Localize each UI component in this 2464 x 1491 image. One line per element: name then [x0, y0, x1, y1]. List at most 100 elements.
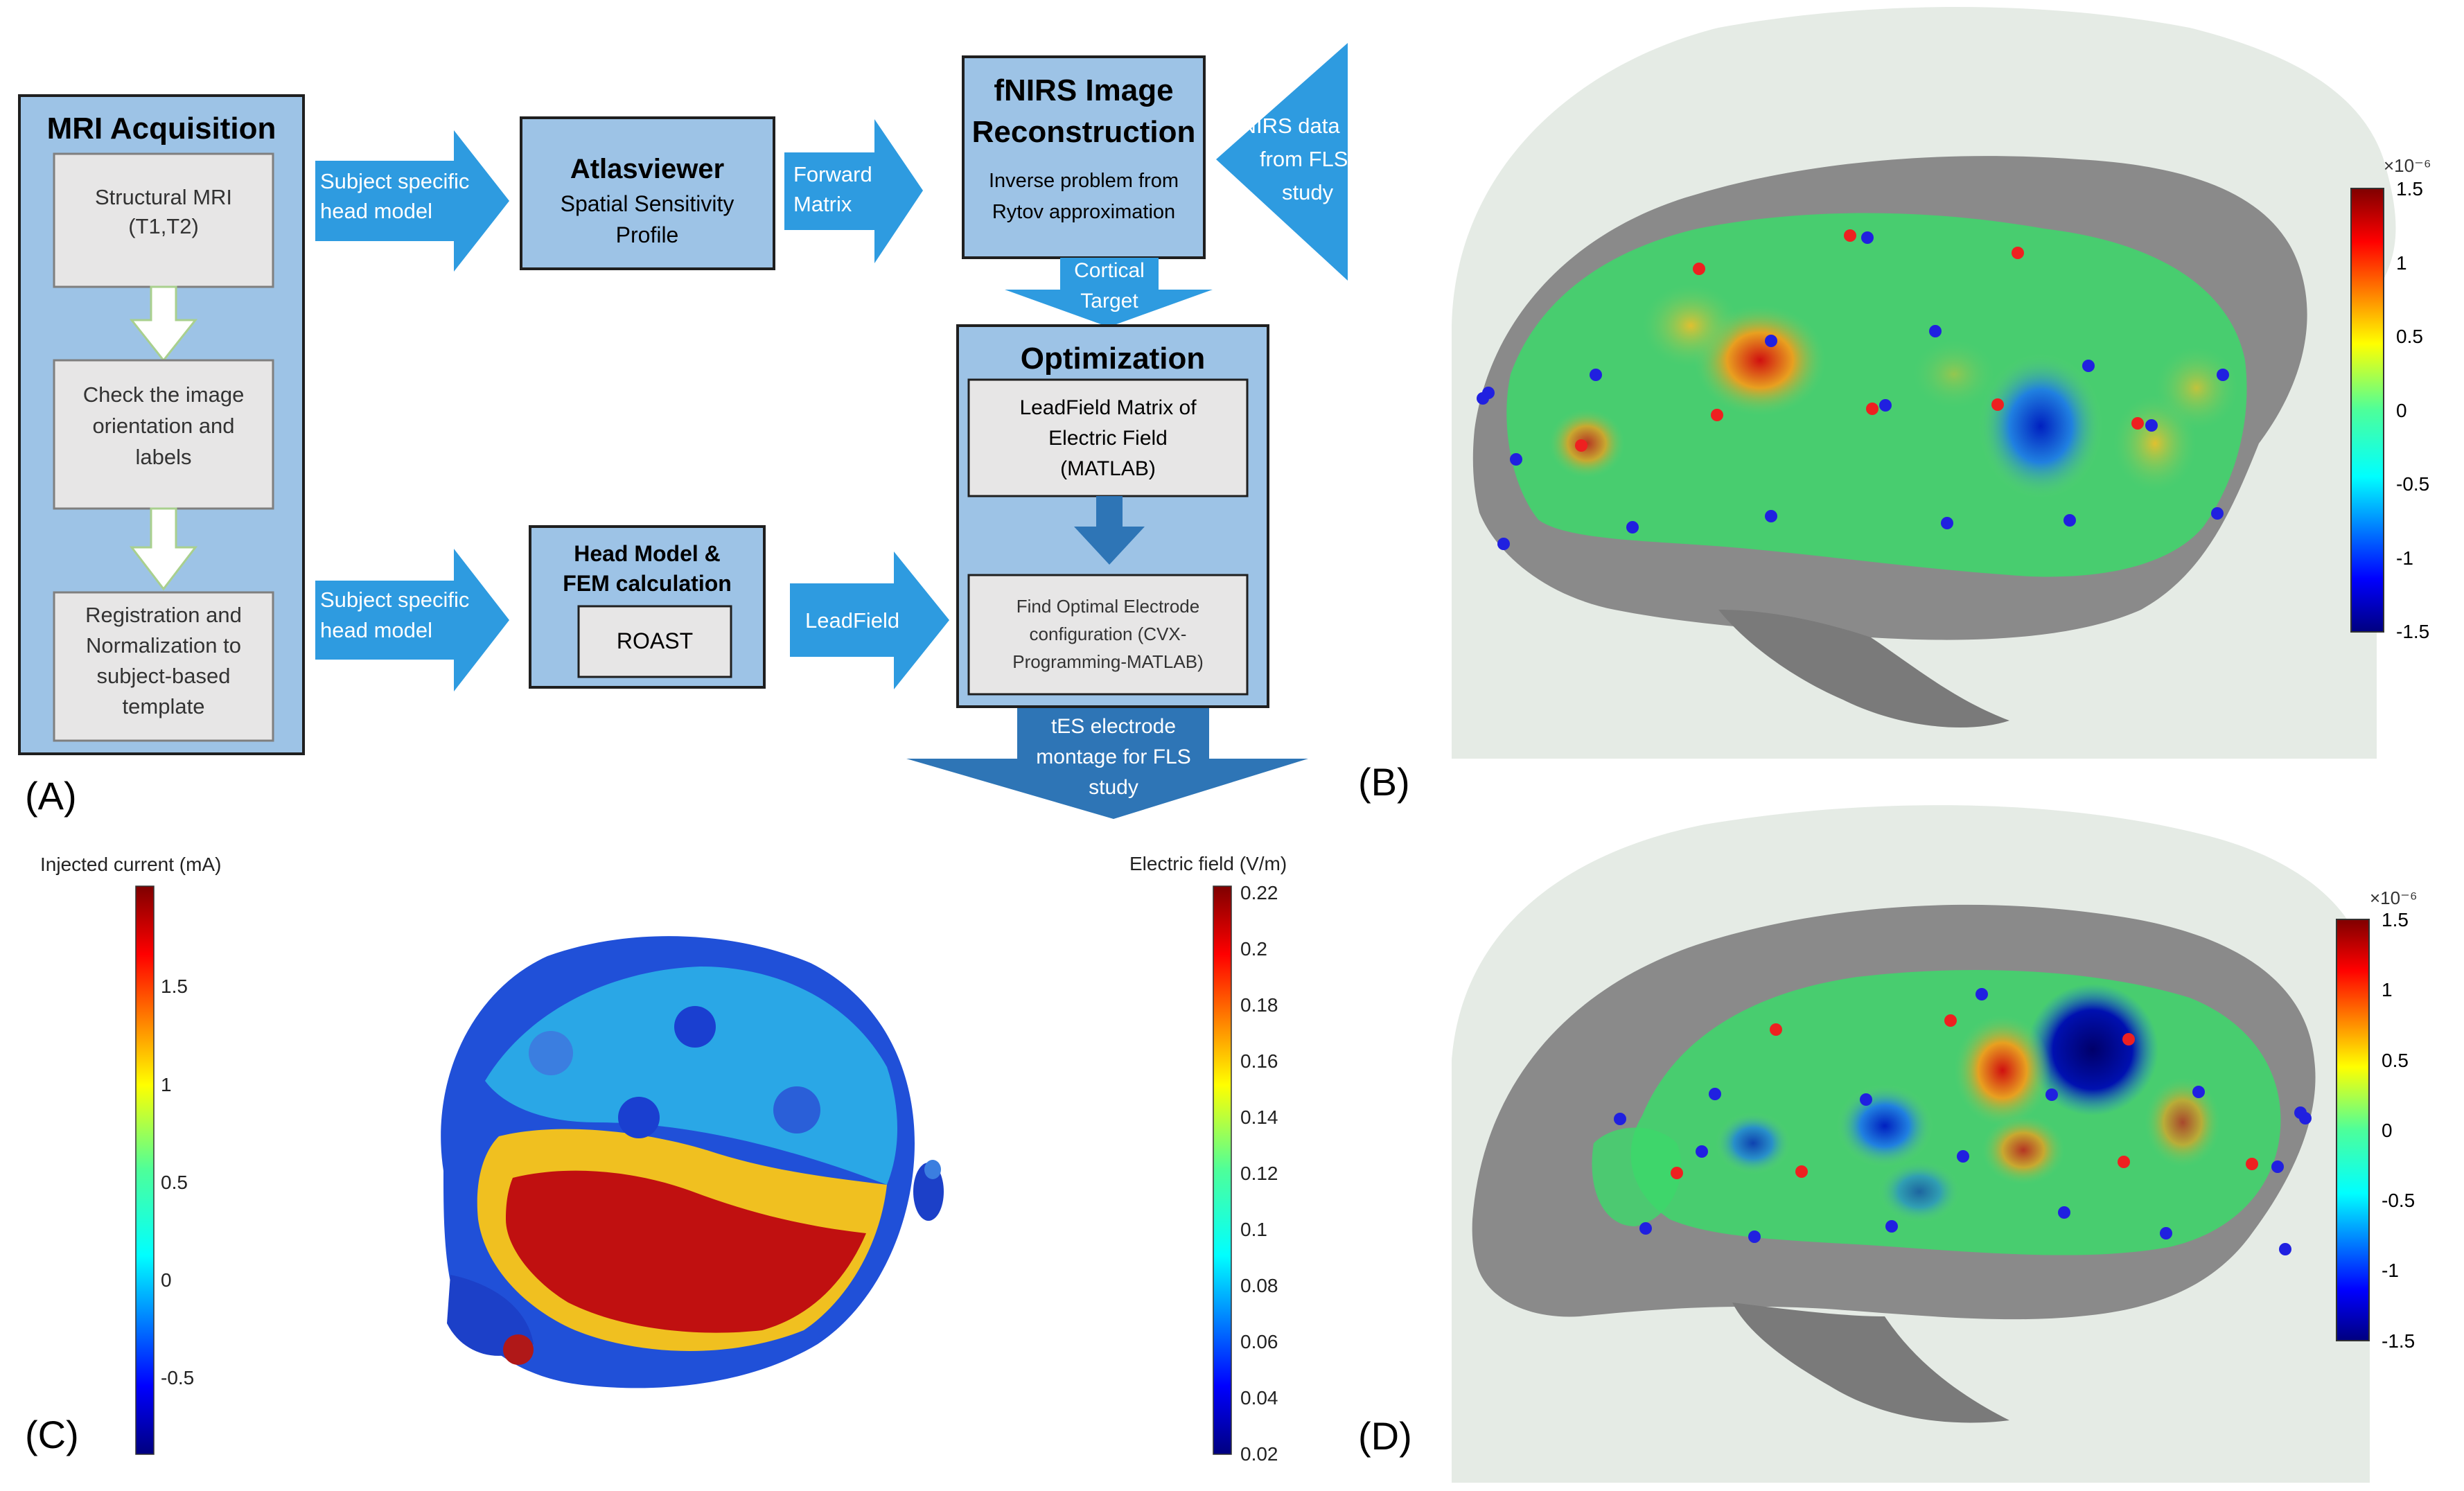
cortical-target-arrow: Cortical Target	[1005, 258, 1213, 327]
label-text: -0.5	[161, 1367, 194, 1388]
mri-step3-line3: subject-based	[96, 664, 230, 688]
label-text: -0.5	[2396, 473, 2429, 495]
label-text: -1	[2396, 547, 2413, 569]
mri-acquisition-box: MRI Acquisition Structural MRI (T1,T2) C…	[18, 94, 305, 755]
label-text: Find Optimal Electrode	[1017, 596, 1199, 617]
down-arrow-2	[129, 507, 198, 591]
label-text: -0.5	[2382, 1190, 2415, 1211]
label-text: 0.16	[1240, 1050, 1278, 1072]
label-text: Rytov approximation	[992, 201, 1175, 223]
label-text: 0.22	[1240, 882, 1278, 903]
label-text: -1.5	[2396, 621, 2429, 642]
mri-title: MRI Acquisition	[47, 112, 276, 145]
panel-label-b: (B)	[1358, 760, 1410, 804]
label-text: 1	[2396, 252, 2407, 274]
label-text: Subject specific	[320, 169, 469, 193]
mri-step3-line4: template	[123, 694, 205, 718]
optimization-box: Optimization LeadField Matrix of Electri…	[956, 324, 1269, 708]
label-text: 1	[161, 1074, 172, 1095]
label-text: (MATLAB)	[1060, 457, 1156, 480]
electrodes-d	[1614, 988, 2312, 1255]
label-text: Electric Field	[1048, 427, 1168, 450]
atlasviewer-box: Atlasviewer Spatial Sensitivity Profile	[520, 116, 775, 270]
label-text: Head Model &	[574, 541, 721, 566]
label-text: Spatial Sensitivity	[561, 191, 734, 216]
optimization-down-arrow	[1074, 496, 1145, 565]
label-text: 0.5	[2382, 1050, 2409, 1071]
brain-panel-d	[1452, 805, 2370, 1483]
electrodes-b	[1477, 229, 2229, 550]
label-text: 0.12	[1240, 1163, 1278, 1184]
colorbar-c-right: Electric field (V/m) 0.22 0.2 0.18 0.16 …	[1129, 853, 1287, 1465]
label-text: Electric field (V/m)	[1129, 853, 1287, 874]
label-text: FEM calculation	[563, 571, 732, 596]
mri-step2-line3: labels	[136, 445, 192, 469]
label-text: Inverse problem from	[989, 170, 1179, 192]
label-text: Programming-MATLAB)	[1012, 651, 1203, 672]
label-text: 1.5	[2396, 178, 2423, 200]
forward-matrix-arrow: Forward Matrix	[784, 119, 923, 263]
fnirs-reconstruction-box: fNIRS Image Reconstruction Inverse probl…	[962, 55, 1206, 259]
label-text: study	[1089, 776, 1138, 799]
label-text: 0.02	[1240, 1443, 1278, 1465]
label-text: 0.14	[1240, 1106, 1278, 1128]
optimization-title: Optimization	[1021, 342, 1205, 376]
head-model-arrow-bottom: Subject specific head model	[315, 549, 509, 691]
label-text: 0	[161, 1269, 172, 1291]
label-text: head model	[320, 199, 432, 223]
mri-step3-line1: Registration and	[85, 603, 242, 627]
label-text: 0.5	[2396, 326, 2423, 347]
label-text: 0.2	[1240, 938, 1267, 960]
label-text: fNIRS data	[1235, 114, 1340, 138]
label-text: Reconstruction	[972, 115, 1196, 149]
label-text: 0.1	[1240, 1219, 1267, 1240]
roast-label: ROAST	[617, 628, 693, 653]
colorbar-b: ×10⁻⁶ 1.5 1 0.5 0 -0.5 -1 -1.5	[2350, 155, 2431, 642]
mri-step2-line2: orientation and	[92, 414, 234, 438]
label-text: from FLS	[1260, 147, 1348, 171]
label-text: -1.5	[2382, 1330, 2415, 1352]
tes-montage-arrow: tES electrode montage for FLS study	[906, 708, 1308, 819]
panel-label-c: (C)	[25, 1413, 79, 1456]
head-model-fem-box: Head Model & FEM calculation ROAST	[529, 525, 766, 689]
label-text: 0.5	[161, 1172, 188, 1193]
fnirs-data-arrow: fNIRS data from FLS study	[1216, 43, 1348, 281]
mri-step1-line1: Structural MRI	[95, 185, 232, 209]
atlasviewer-title: Atlasviewer	[570, 154, 724, 184]
activation-overlay-b	[1506, 213, 2247, 577]
label-text: 0	[2382, 1120, 2393, 1141]
label-text: 0	[2396, 400, 2407, 421]
panel-label-a: (A)	[25, 774, 77, 818]
label-text: Matrix	[793, 192, 852, 216]
mri-step2-line1: Check the image	[83, 382, 245, 407]
label-text: head model	[320, 618, 432, 642]
label-text: 0.18	[1240, 994, 1278, 1016]
head-simulation-c	[441, 936, 944, 1388]
label-text: configuration (CVX-	[1030, 624, 1187, 644]
label-text: tES electrode	[1051, 715, 1176, 738]
label-text: montage for FLS	[1036, 746, 1190, 768]
label-text: LeadField Matrix of	[1019, 396, 1197, 419]
brain-panel-b	[1452, 7, 2396, 759]
label-text: 1.5	[161, 976, 188, 997]
label-text: Injected current (mA)	[40, 854, 221, 875]
label-text: 0.06	[1240, 1331, 1278, 1352]
label-text: Target	[1080, 290, 1138, 312]
label-text: 1.5	[2382, 909, 2409, 930]
label-text: Profile	[616, 222, 679, 247]
mri-step3-line2: Normalization to	[86, 633, 241, 658]
leadfield-arrow: LeadField	[790, 552, 949, 689]
label-text: 0.08	[1240, 1275, 1278, 1296]
label-text: Subject specific	[320, 588, 469, 612]
down-arrow-1	[129, 285, 198, 362]
colorbar-d: ×10⁻⁶ 1.5 1 0.5 0 -0.5 -1 -1.5	[2336, 888, 2418, 1352]
label-text: ×10⁻⁶	[2384, 155, 2431, 176]
label-text: 1	[2382, 979, 2393, 1000]
panel-label-d: (D)	[1358, 1414, 1412, 1458]
head-model-arrow-top: Subject specific head model	[315, 130, 509, 272]
label-text: Cortical	[1074, 259, 1145, 282]
colorbar-c-left: Injected current (mA) 1.5 1 0.5 0 -0.5	[40, 854, 221, 1455]
label-text: 0.04	[1240, 1387, 1278, 1409]
label-text: LeadField	[805, 608, 899, 633]
